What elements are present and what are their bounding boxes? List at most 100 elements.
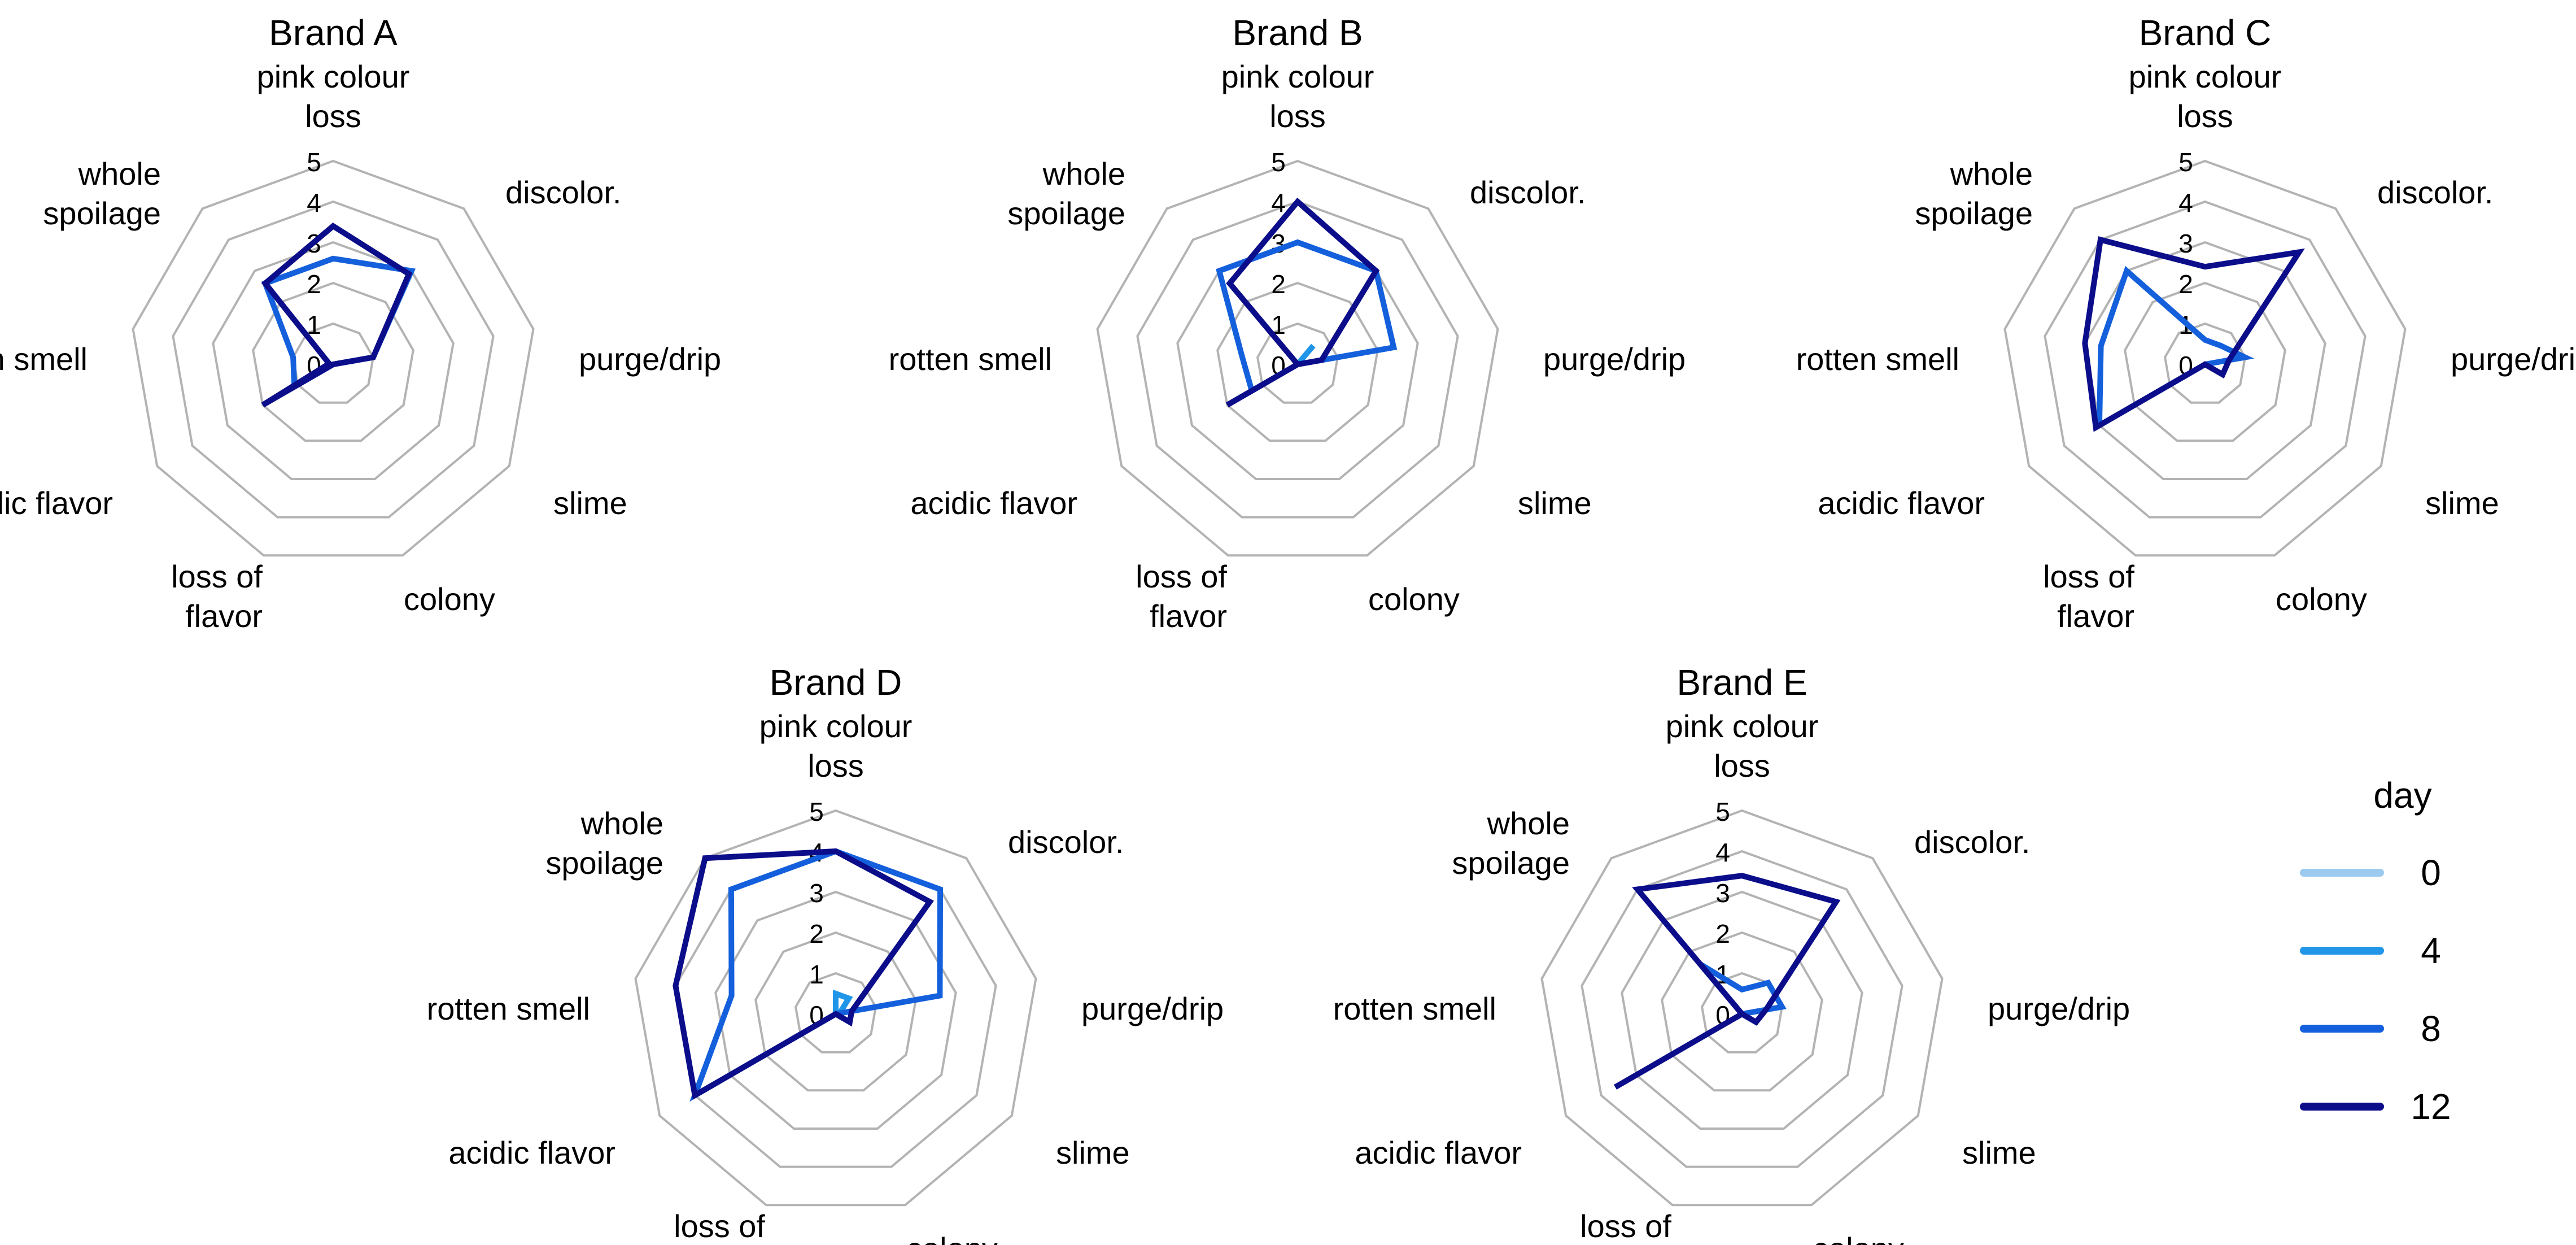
axis-label: slime	[553, 485, 627, 521]
axis-label: discolor.	[2377, 175, 2493, 210]
axis-label: purge/drip	[1081, 991, 1224, 1026]
tick-label: 4	[1271, 188, 1286, 217]
tick-label: 1	[809, 960, 824, 989]
axis-label: slime	[2425, 485, 2499, 521]
tick-label: 2	[809, 919, 824, 948]
legend-label: 12	[2411, 1086, 2451, 1127]
series-line-day-12	[261, 223, 413, 408]
tick-label: 2	[307, 269, 321, 299]
grid-ring	[1621, 890, 1863, 1130]
axis-label: slime	[1962, 1135, 2036, 1170]
grid-ring	[1540, 809, 1944, 1207]
axis-label: purge/drip	[1988, 991, 2130, 1026]
grid-ring	[674, 850, 997, 1168]
axis-label: acidic flavor	[448, 1135, 615, 1170]
grid-ring	[2003, 159, 2407, 557]
axis-label: slime	[1518, 485, 1592, 521]
tick-label: 5	[1271, 147, 1286, 177]
series-line-day-4	[1295, 343, 1316, 367]
tick-label: 5	[1715, 797, 1730, 826]
tick-label: 3	[1715, 878, 1730, 908]
tick-label: 2	[1271, 269, 1286, 299]
axis-label: rotten smell	[889, 341, 1052, 377]
axis-label: colony	[404, 581, 495, 617]
axis-label: colony	[2276, 581, 2367, 617]
legend-title: day	[2373, 775, 2431, 816]
grid-ring	[714, 890, 957, 1130]
axis-label: purge/drip	[2451, 341, 2576, 377]
tick-label: 5	[307, 147, 321, 177]
grid-ring	[2044, 200, 2367, 519]
chart-title: Brand C	[2139, 12, 2272, 53]
axis-label: purge/drip	[579, 341, 721, 377]
grid-ring	[1176, 241, 1419, 480]
grid-ring	[1096, 159, 1499, 557]
tick-label: 2	[1715, 919, 1730, 948]
legend-label: 4	[2421, 930, 2441, 971]
grid-ring	[1136, 200, 1459, 519]
axis-label: colony	[906, 1231, 998, 1245]
axis-label: acidic flavor	[0, 485, 113, 521]
tick-label: 5	[809, 797, 824, 826]
axis-label: slime	[1056, 1135, 1130, 1170]
axis-label: acidic flavor	[1818, 485, 1985, 521]
axis-label: rotten smell	[1796, 341, 1959, 377]
axis-label: rotten smell	[427, 991, 590, 1026]
axis-label: discolor.	[505, 175, 621, 210]
grid-ring	[132, 159, 535, 557]
grid-ring	[292, 322, 374, 404]
grid-ring	[172, 200, 495, 519]
axis-label: rotten smell	[0, 341, 88, 377]
legend-label: 0	[2421, 852, 2441, 893]
grid-ring	[754, 931, 917, 1092]
tick-label: 3	[809, 878, 824, 908]
series-line-day-12	[1225, 197, 1380, 408]
axis-label: acidic flavor	[910, 485, 1077, 521]
axis-label: discolor.	[1008, 824, 1124, 860]
axis-label: rotten smell	[1333, 991, 1496, 1026]
axis-label: discolor.	[1914, 824, 2030, 860]
chart-title: Brand A	[269, 12, 398, 53]
tick-label: 4	[2178, 188, 2193, 217]
chart-title: Brand B	[1232, 12, 1363, 53]
grid-ring	[212, 241, 455, 480]
tick-label: 4	[1715, 838, 1730, 867]
axis-label: colony	[1813, 1231, 1904, 1245]
chart-title: Brand E	[1676, 662, 1807, 703]
grid-ring	[2124, 281, 2286, 442]
axis-label: discolor.	[1470, 175, 1586, 210]
grid-ring	[252, 281, 414, 442]
axis-label: purge/drip	[1543, 341, 1686, 377]
tick-label: 2	[2178, 269, 2193, 299]
series-line-day-12	[1614, 873, 1841, 1090]
tick-label: 3	[2178, 229, 2193, 258]
series-line-day-12	[673, 848, 934, 1100]
tick-label: 5	[2178, 147, 2193, 177]
grid-ring	[1580, 850, 1903, 1168]
chart-title: Brand D	[770, 662, 902, 703]
series-line-day-12	[2082, 236, 2305, 432]
grid-ring	[794, 972, 877, 1054]
